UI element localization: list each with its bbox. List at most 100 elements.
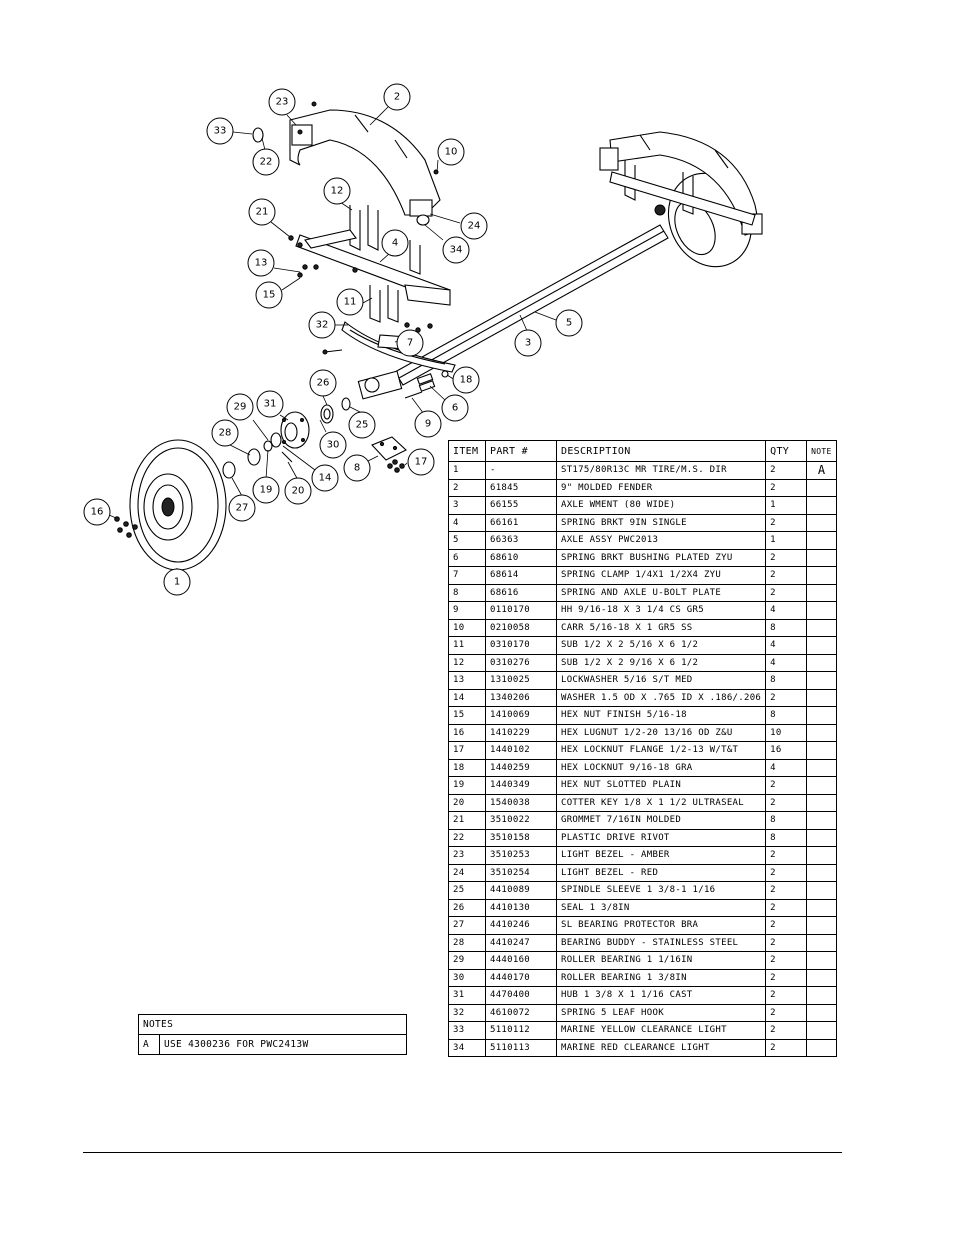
row-item: 28 (448, 933, 486, 952)
row-description: HEX NUT FINISH 5/16-18 (555, 706, 767, 725)
row-item: 1 (448, 461, 486, 480)
leader-lines (108, 106, 557, 570)
svg-text:34: 34 (450, 245, 463, 256)
balloon-8: 8 (343, 454, 371, 482)
row-qty: 2 (765, 688, 808, 707)
row-item: 33 (448, 1021, 486, 1040)
row-item: 23 (448, 846, 486, 865)
row-description: ROLLER BEARING 1 3/8IN (555, 968, 767, 987)
row-item: 16 (448, 723, 486, 742)
row-note (806, 478, 838, 497)
row-description: 9" MOLDED FENDER (555, 478, 767, 497)
row-note (806, 916, 838, 935)
balloon-6: 6 (441, 394, 469, 422)
balloon-20: 20 (284, 477, 312, 505)
balloon-23: 23 (268, 88, 296, 116)
balloon-15: 15 (255, 281, 283, 309)
row-item: 21 (448, 811, 486, 830)
row-item: 10 (448, 618, 486, 637)
svg-text:18: 18 (460, 375, 473, 386)
balloon-22: 22 (252, 148, 280, 176)
balloon-21: 21 (248, 198, 276, 226)
svg-text:27: 27 (236, 503, 249, 514)
row-note (806, 811, 838, 830)
notes-header-row: NOTES (138, 1014, 407, 1035)
notes-table: NOTES A USE 4300236 FOR PWC2413W (138, 1014, 407, 1055)
svg-text:29: 29 (234, 402, 247, 413)
row-item: 8 (448, 583, 486, 602)
row-description: LIGHT BEZEL - AMBER (555, 846, 767, 865)
locknut-flanges (387, 459, 405, 473)
svg-text:16: 16 (91, 507, 104, 518)
svg-text:19: 19 (260, 485, 273, 496)
row-qty: 2 (765, 1021, 808, 1040)
row-qty: 2 (765, 881, 808, 900)
row-description: SL BEARING PROTECTOR BRA (555, 916, 767, 935)
row-part-number: 66155 (485, 496, 557, 515)
note-letter: A (138, 1034, 160, 1055)
balloon-18: 18 (452, 366, 480, 394)
row-part-number: - (485, 461, 557, 480)
balloon-34: 34 (442, 236, 470, 264)
row-description: SPRING AND AXLE U-BOLT PLATE (555, 583, 767, 602)
svg-text:26: 26 (317, 378, 330, 389)
left-fender (289, 109, 441, 217)
row-item: 18 (448, 758, 486, 777)
row-description: SPRING CLAMP 1/4X1 1/2X4 ZYU (555, 566, 767, 585)
row-part-number: 68616 (485, 583, 557, 602)
row-part-number: 3510158 (485, 828, 557, 847)
row-note (806, 776, 838, 795)
row-item: 3 (448, 496, 486, 515)
row-description: HUB 1 3/8 X 1 1/16 CAST (555, 986, 767, 1005)
svg-text:31: 31 (264, 399, 277, 410)
row-part-number: 3510254 (485, 863, 557, 882)
row-part-number: 1540038 (485, 793, 557, 812)
row-description: LOCKWASHER 5/16 S/T MED (555, 671, 767, 690)
row-qty: 2 (765, 986, 808, 1005)
axle-tube (394, 224, 669, 386)
row-part-number: 0210058 (485, 618, 557, 637)
balloon-14: 14 (311, 464, 339, 492)
row-part-number: 4610072 (485, 1003, 557, 1022)
row-qty: 2 (765, 566, 808, 585)
svg-text:33: 33 (214, 126, 227, 137)
row-part-number: 3510022 (485, 811, 557, 830)
row-item: 4 (448, 513, 486, 532)
balloon-31: 31 (256, 390, 284, 418)
row-item: 6 (448, 548, 486, 567)
svg-text:4: 4 (392, 238, 398, 249)
row-qty: 8 (765, 828, 808, 847)
row-item: 2 (448, 478, 486, 497)
row-description: LIGHT BEZEL - RED (555, 863, 767, 882)
row-qty: 2 (765, 1003, 808, 1022)
row-part-number: 0310276 (485, 653, 557, 672)
row-qty: 16 (765, 741, 808, 760)
row-item: 20 (448, 793, 486, 812)
row-description: AXLE ASSY PWC2013 (555, 531, 767, 550)
row-part-number: 1410069 (485, 706, 557, 725)
row-description: HH 9/16-18 X 3 1/4 CS GR5 (555, 601, 767, 620)
balloon-17: 17 (407, 448, 435, 476)
row-part-number: 61845 (485, 478, 557, 497)
note-text: USE 4300236 FOR PWC2413W (159, 1034, 407, 1055)
row-description: CARR 5/16-18 X 1 GR5 SS (555, 618, 767, 637)
row-part-number: 1310025 (485, 671, 557, 690)
row-note (806, 968, 838, 987)
svg-text:1: 1 (174, 577, 180, 588)
row-part-number: 68610 (485, 548, 557, 567)
parts-list-table: ITEM PART # DESCRIPTION QTY NOTE 1-ST175… (448, 440, 838, 1057)
balloon-16: 16 (83, 498, 111, 526)
row-description: MARINE RED CLEARANCE LIGHT (555, 1038, 767, 1057)
svg-text:6: 6 (452, 403, 458, 414)
row-part-number: 4410089 (485, 881, 557, 900)
cotter-key (281, 451, 293, 463)
row-item: 24 (448, 863, 486, 882)
